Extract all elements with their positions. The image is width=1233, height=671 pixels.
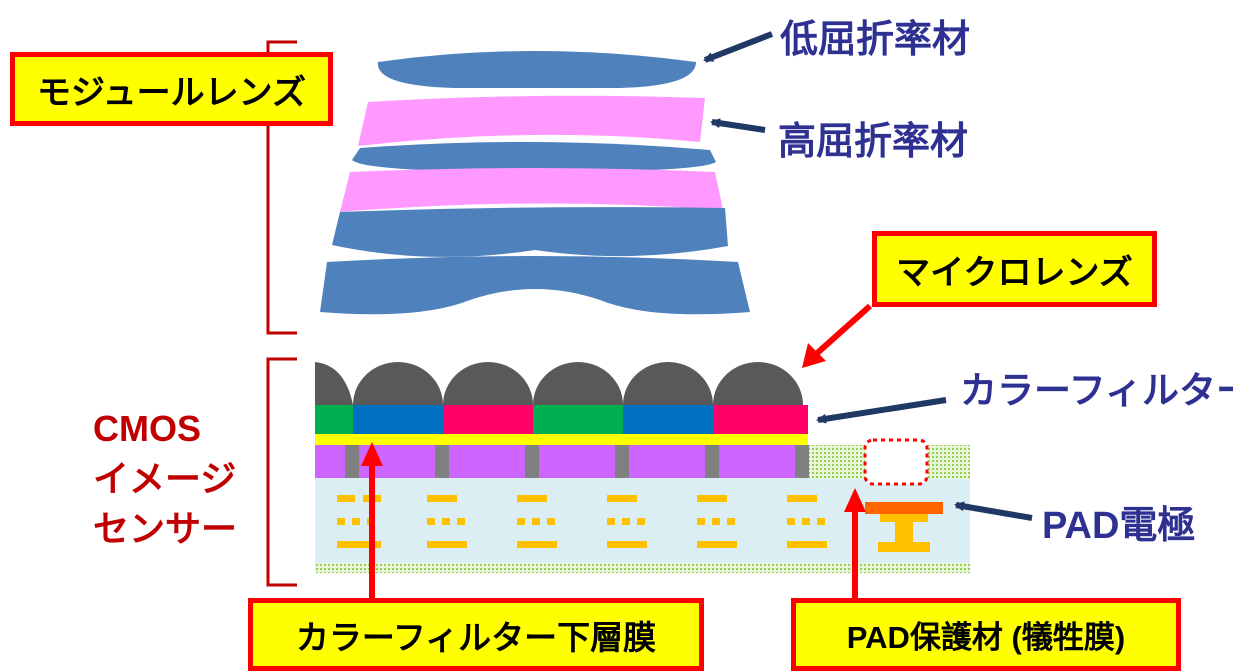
lens-element-4: [340, 168, 723, 212]
photodiode-layer: [315, 445, 809, 478]
low-index-label: 低屈折率材: [780, 19, 971, 61]
microlens-label: マイクロレンズ: [896, 253, 1133, 292]
red-arrows: [361, 303, 872, 600]
color-filter-label: カラーフィルター: [960, 370, 1233, 411]
color-filter-underlayer-label: カラーフィルター下層膜: [295, 618, 657, 656]
cmos-line-1: CMOS: [93, 408, 201, 449]
cmos-bracket: [266, 357, 297, 587]
module-lens-callout: モジュールレンズ: [10, 52, 333, 126]
cmos-line-3: センサー: [93, 508, 238, 549]
lens-element-2: [358, 95, 705, 146]
high-index-label: 高屈折率材: [778, 121, 969, 163]
module-lens-label: モジュールレンズ: [37, 73, 306, 112]
pad-electrode-label: PAD電極: [1042, 505, 1196, 547]
pad-protection-outline: [863, 438, 929, 486]
pad-electrode: [865, 502, 943, 552]
microlens-array: [315, 362, 803, 405]
lens-element-6: [320, 256, 750, 315]
cmos-image-sensor-label: CMOS イメージ センサー: [93, 404, 237, 554]
lens-element-1: [377, 51, 696, 88]
wiring-layers: [337, 495, 827, 548]
lens-element-3: [352, 141, 716, 172]
pad-protection-callout: PAD保護材 (犠牲膜): [791, 598, 1181, 671]
cmos-line-2: イメージ: [93, 458, 237, 499]
lens-element-5: [332, 207, 728, 257]
pad-protection-label: PAD保護材 (犠牲膜): [846, 620, 1126, 655]
module-lens-bracket: [266, 40, 297, 335]
color-filter-underlayer: [315, 434, 808, 445]
color-filter-array: [315, 405, 808, 434]
module-lens-stack: [320, 51, 750, 315]
color-filter-underlayer-callout: カラーフィルター下層膜: [248, 598, 704, 671]
microlens-callout: マイクロレンズ: [872, 231, 1157, 307]
blue-arrows: [703, 31, 1033, 521]
